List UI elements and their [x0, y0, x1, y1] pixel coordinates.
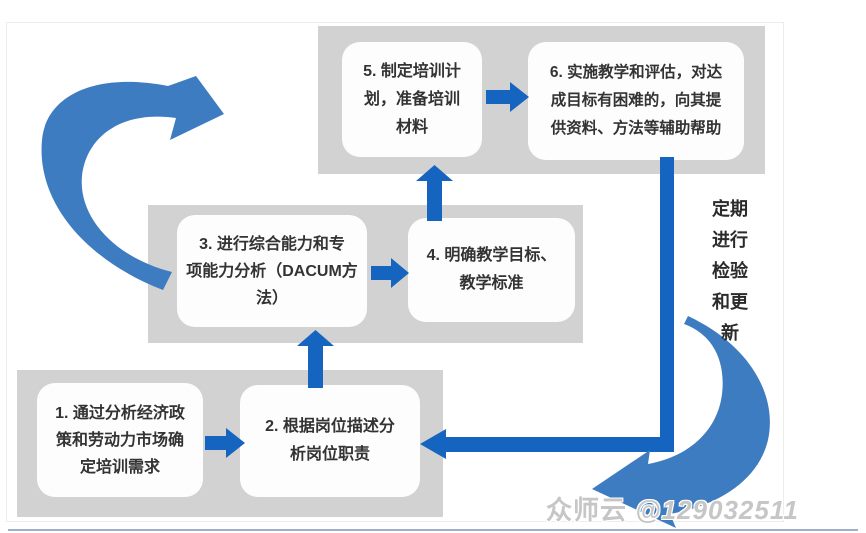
step-4-line: 教学标准 [459, 275, 524, 292]
step-3-line: 3. 进行综合能力和专 [199, 235, 345, 253]
step-6-line: 6. 实施教学和评估，对达 [549, 64, 723, 81]
step-6-line: 供资料、方法等辅助帮助 [550, 120, 722, 137]
step-2-line: 析岗位职责 [289, 446, 370, 463]
content-frame [6, 22, 784, 522]
step-2-line: 2. 根据岗位描述分 [265, 418, 395, 435]
side-note-line: 检验 [712, 261, 748, 281]
process-box-step-6: 6. 实施教学和评估，对达 成目标有困难的，向其提 供资料、方法等辅助帮助 [528, 42, 744, 160]
bottom-border-line [8, 529, 858, 531]
step-3-line: 项能力分析（DACUM方 [186, 262, 358, 280]
side-note-line: 新 [721, 323, 739, 343]
process-box-step-4: 4. 明确教学目标、 教学标准 [408, 218, 575, 322]
watermark: 众师云 @129032511 [546, 490, 799, 527]
side-note-line: 定期 [712, 199, 748, 219]
side-note-line: 进行 [712, 230, 748, 250]
process-box-step-2: 2. 根据岗位描述分 析岗位职责 [240, 385, 420, 497]
watermark-brand: 众师云 [546, 495, 628, 525]
step-5-line: 材料 [395, 118, 428, 136]
step-6-line: 成目标有困难的，向其提 [550, 92, 722, 109]
process-box-step-5: 5. 制定培训计 划，准备培训 材料 [342, 42, 482, 157]
side-note-periodic-review: 定期 进行 检验 和更 新 [702, 194, 758, 349]
process-box-step-1: 1. 通过分析经济政 策和劳动力市场确 定培训需求 [37, 383, 203, 497]
step-1-line: 1. 通过分析经济政 [55, 404, 185, 422]
side-note-line: 和更 [712, 292, 748, 312]
step-1-line: 定培训需求 [79, 458, 160, 476]
step-5-line: 划，准备培训 [363, 90, 460, 108]
process-box-step-3: 3. 进行综合能力和专 项能力分析（DACUM方 法） [177, 215, 367, 327]
step-4-line: 4. 明确教学目标、 [426, 247, 557, 264]
step-1-line: 策和劳动力市场确 [55, 431, 184, 449]
step-3-line: 法） [255, 289, 288, 307]
step-5-line: 5. 制定培训计 [363, 62, 461, 80]
watermark-id: @129032511 [635, 495, 799, 525]
